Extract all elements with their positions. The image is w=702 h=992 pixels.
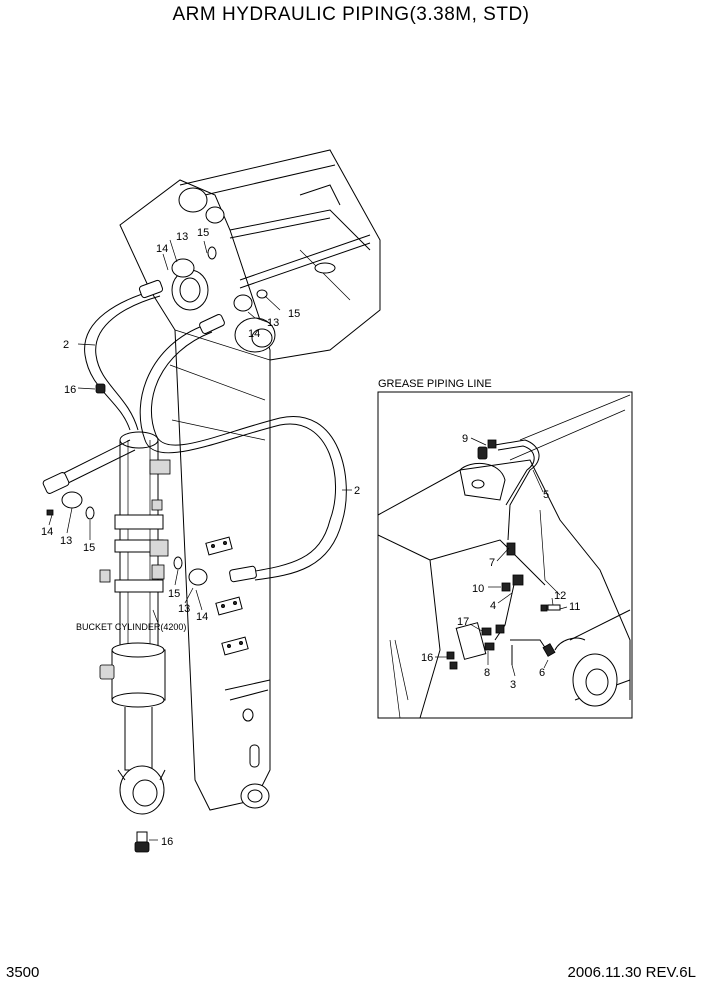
callout-14-lower: 14 xyxy=(196,611,208,623)
callout-13-mid: 13 xyxy=(267,317,279,329)
callout-15-left: 15 xyxy=(83,542,95,554)
callout-14-upper: 14 xyxy=(156,243,168,255)
inset-callout-6: 6 xyxy=(539,667,545,679)
inset-callout-7: 7 xyxy=(489,557,495,569)
callout-13-left: 13 xyxy=(60,535,72,547)
page-title: ARM HYDRAULIC PIPING(3.38M, STD) xyxy=(172,4,530,25)
callout-16-bottom: 16 xyxy=(161,836,173,848)
grease-inset: GREASE PIPING LINE xyxy=(377,378,633,719)
callout-16-left: 16 xyxy=(64,384,76,396)
callout-15-lower: 15 xyxy=(168,588,180,600)
page-number: 3500 xyxy=(6,964,40,981)
inset-callout-11: 11 xyxy=(569,601,580,613)
callout-15-right: 15 xyxy=(288,308,300,320)
inset-callout-17: 17 xyxy=(457,616,469,628)
inset-callout-4: 4 xyxy=(490,600,496,612)
callout-14-mid: 14 xyxy=(248,328,260,340)
revision-stamp: 2006.11.30 REV.6L xyxy=(567,964,696,981)
callout-2-upper: 2 xyxy=(63,339,69,351)
inset-callout-9: 9 xyxy=(462,433,468,445)
inset-callout-16: 16 xyxy=(421,652,433,664)
callout-15-upper: 15 xyxy=(197,227,209,239)
callout-2-right: 2 xyxy=(354,485,360,497)
grease-inset-title: GREASE PIPING LINE xyxy=(378,378,492,390)
main-callouts: 2 2 14 13 15 15 14 13 16 14 13 15 15 13 … xyxy=(41,227,360,848)
bucket-cylinder xyxy=(99,431,171,853)
boom-section xyxy=(179,149,381,361)
inset-callout-12: 12 xyxy=(554,590,566,602)
callout-13-upper: 13 xyxy=(176,231,188,243)
inset-callout-3: 3 xyxy=(510,679,516,691)
callout-14-left: 14 xyxy=(41,526,53,538)
callout-13-lower: 13 xyxy=(178,603,190,615)
inset-callout-5: 5 xyxy=(543,489,549,501)
inset-callout-8: 8 xyxy=(484,667,490,679)
arm-body xyxy=(119,179,276,811)
bucket-cylinder-label: BUCKET CYLINDER(4200) xyxy=(76,622,186,632)
inset-callout-10: 10 xyxy=(472,583,484,595)
hoses xyxy=(42,246,347,586)
